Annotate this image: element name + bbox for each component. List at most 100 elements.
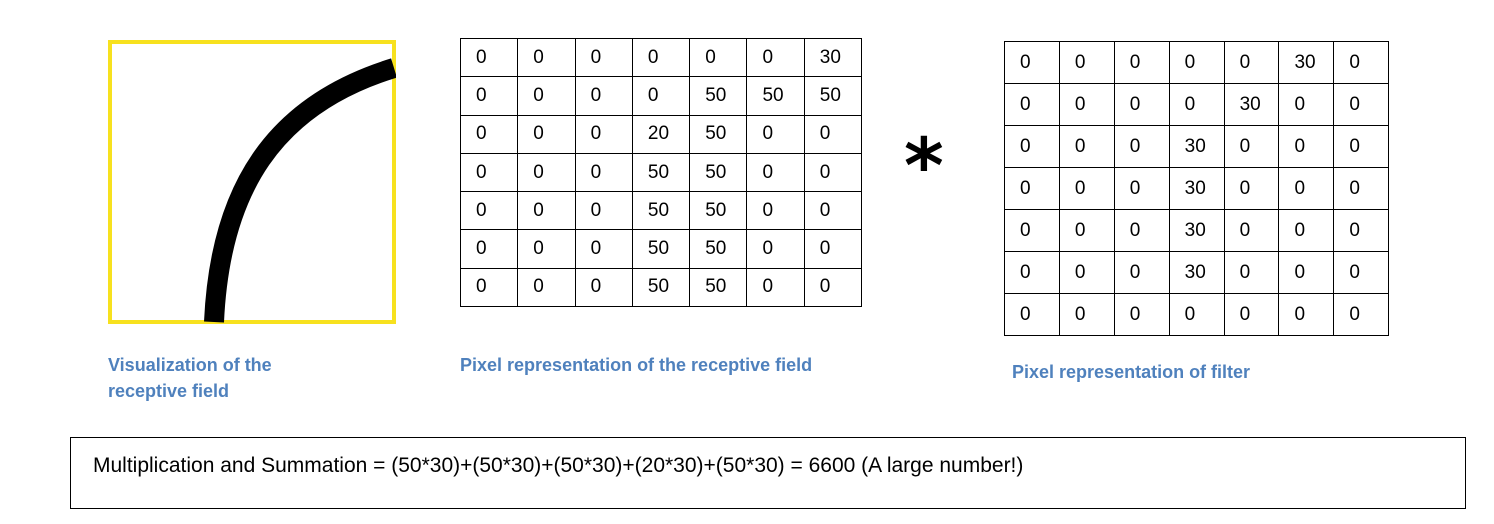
- receptive-grid-cell: 0: [746, 191, 805, 231]
- receptive-grid-cell: 0: [517, 267, 576, 308]
- filter-grid-cell: 30: [1168, 251, 1225, 294]
- receptive-grid-cell: 0: [517, 229, 576, 269]
- filter-grid-cell: 0: [1058, 251, 1115, 294]
- receptive-field-caption: Pixel representation of the receptive fi…: [460, 355, 813, 375]
- filter-grid-cell: 0: [1004, 293, 1060, 336]
- receptive-grid-cell: 0: [459, 152, 519, 193]
- receptive-grid-cell: 0: [574, 37, 633, 78]
- filter-grid-cell: 0: [1333, 167, 1390, 210]
- filter-grid-cell: 0: [1004, 83, 1060, 126]
- receptive-grid-cell: 50: [631, 267, 691, 308]
- receptive-grid-cell: 0: [803, 114, 863, 154]
- receptive-field-visualization: [108, 40, 396, 324]
- receptive-grid-cell: 0: [574, 191, 633, 231]
- receptive-grid-cell: 50: [631, 229, 691, 269]
- receptive-grid-cell: 0: [631, 76, 691, 116]
- receptive-grid-cell: 50: [689, 229, 748, 269]
- receptive-grid-cell: 30: [803, 37, 863, 78]
- filter-grid-cell: 0: [1223, 41, 1280, 84]
- filter-grid-cell: 0: [1223, 293, 1280, 336]
- receptive-grid-cell: 0: [803, 267, 863, 308]
- filter-grid-cell: 0: [1058, 167, 1115, 210]
- receptive-grid-cell: 50: [631, 191, 691, 231]
- receptive-grid-cell: 50: [689, 191, 748, 231]
- filter-grid-cell: 0: [1058, 125, 1115, 168]
- filter-grid-cell: 0: [1333, 251, 1390, 294]
- receptive-grid-cell: 0: [459, 114, 519, 154]
- curve-stroke: [204, 58, 396, 323]
- convolution-operator: *: [904, 121, 944, 210]
- receptive-grid-cell: 0: [459, 229, 519, 269]
- filter-grid-cell: 0: [1223, 125, 1280, 168]
- receptive-grid-cell: 0: [459, 37, 519, 78]
- receptive-grid-cell: 0: [803, 152, 863, 193]
- receptive-grid-cell: 0: [574, 229, 633, 269]
- receptive-grid-cell: 0: [517, 37, 576, 78]
- summation-text: Multiplication and Summation = (50*30)+(…: [93, 454, 1024, 477]
- receptive-grid-cell: 0: [746, 152, 805, 193]
- filter-grid-cell: 0: [1223, 167, 1280, 210]
- filter-grid-cell: 0: [1113, 209, 1170, 252]
- filter-grid-cell: 0: [1113, 125, 1170, 168]
- filter-grid-cell: 0: [1278, 125, 1335, 168]
- filter-caption: Pixel representation of filter: [1012, 362, 1251, 382]
- filter-grid-cell: 0: [1058, 83, 1115, 126]
- receptive-grid-cell: 50: [803, 76, 863, 116]
- receptive-grid-cell: 0: [746, 229, 805, 269]
- filter-grid-cell: 0: [1223, 209, 1280, 252]
- filter-grid-cell: 0: [1004, 209, 1060, 252]
- filter-grid-cell: 0: [1168, 83, 1225, 126]
- filter-grid-cell: 30: [1168, 209, 1225, 252]
- filter-grid-cell: 0: [1004, 167, 1060, 210]
- filter-grid-cell: 0: [1168, 293, 1225, 336]
- receptive-grid-cell: 0: [574, 114, 633, 154]
- receptive-grid-cell: 50: [689, 267, 748, 308]
- filter-grid-cell: 0: [1004, 125, 1060, 168]
- filter-grid-cell: 0: [1113, 293, 1170, 336]
- receptive-grid-cell: 0: [689, 37, 748, 78]
- receptive-grid-cell: 0: [574, 267, 633, 308]
- filter-grid-cell: 0: [1113, 251, 1170, 294]
- receptive-grid-cell: 0: [459, 191, 519, 231]
- filter-grid-cell: 0: [1058, 293, 1115, 336]
- filter-grid-cell: 0: [1333, 125, 1390, 168]
- receptive-grid-cell: 50: [689, 114, 748, 154]
- receptive-grid-cell: 0: [517, 114, 576, 154]
- filter-grid-cell: 30: [1168, 125, 1225, 168]
- filter-grid-cell: 0: [1168, 41, 1225, 84]
- filter-grid-cell: 0: [1113, 167, 1170, 210]
- filter-grid-cell: 0: [1004, 251, 1060, 294]
- receptive-grid-cell: 50: [689, 76, 748, 116]
- filter-grid-cell: 0: [1223, 251, 1280, 294]
- receptive-grid-cell: 0: [459, 76, 519, 116]
- receptive-grid-cell: 20: [631, 114, 691, 154]
- receptive-grid-cell: 0: [574, 76, 633, 116]
- filter-grid-cell: 0: [1113, 41, 1170, 84]
- filter-grid-cell: 0: [1278, 83, 1335, 126]
- receptive-grid-cell: 0: [574, 152, 633, 193]
- filter-grid-cell: 0: [1278, 251, 1335, 294]
- receptive-field-curve-image: [108, 40, 396, 324]
- summation-box: Multiplication and Summation = (50*30)+(…: [70, 437, 1466, 509]
- receptive-grid-cell: 0: [803, 191, 863, 231]
- receptive-grid-cell: 0: [631, 37, 691, 78]
- receptive-grid-cell: 0: [746, 114, 805, 154]
- receptive-grid-cell: 0: [517, 152, 576, 193]
- filter-grid-cell: 30: [1223, 83, 1280, 126]
- filter-grid-cell: 0: [1333, 293, 1390, 336]
- receptive-grid-cell: 50: [746, 76, 805, 116]
- filter-grid-cell: 0: [1333, 41, 1390, 84]
- filter-grid-cell: 0: [1058, 41, 1115, 84]
